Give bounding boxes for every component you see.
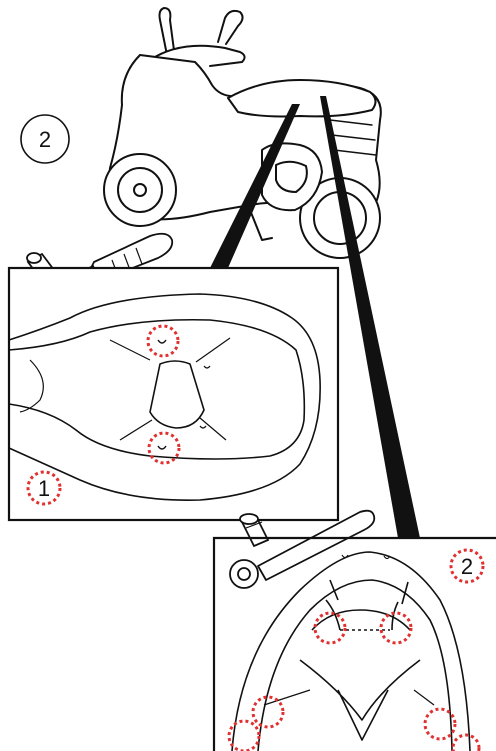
bolt-marker: [315, 613, 345, 643]
bolt-marker: [253, 697, 283, 727]
step-badge: 2: [21, 115, 69, 163]
bolt-marker: [453, 735, 479, 751]
step-badge-label: 2: [39, 127, 51, 152]
callout-number-1: 1: [38, 476, 50, 501]
detail-panel-1: 1: [9, 268, 338, 520]
callout-number-2: 2: [461, 554, 473, 579]
bolt-marker: [381, 613, 411, 643]
